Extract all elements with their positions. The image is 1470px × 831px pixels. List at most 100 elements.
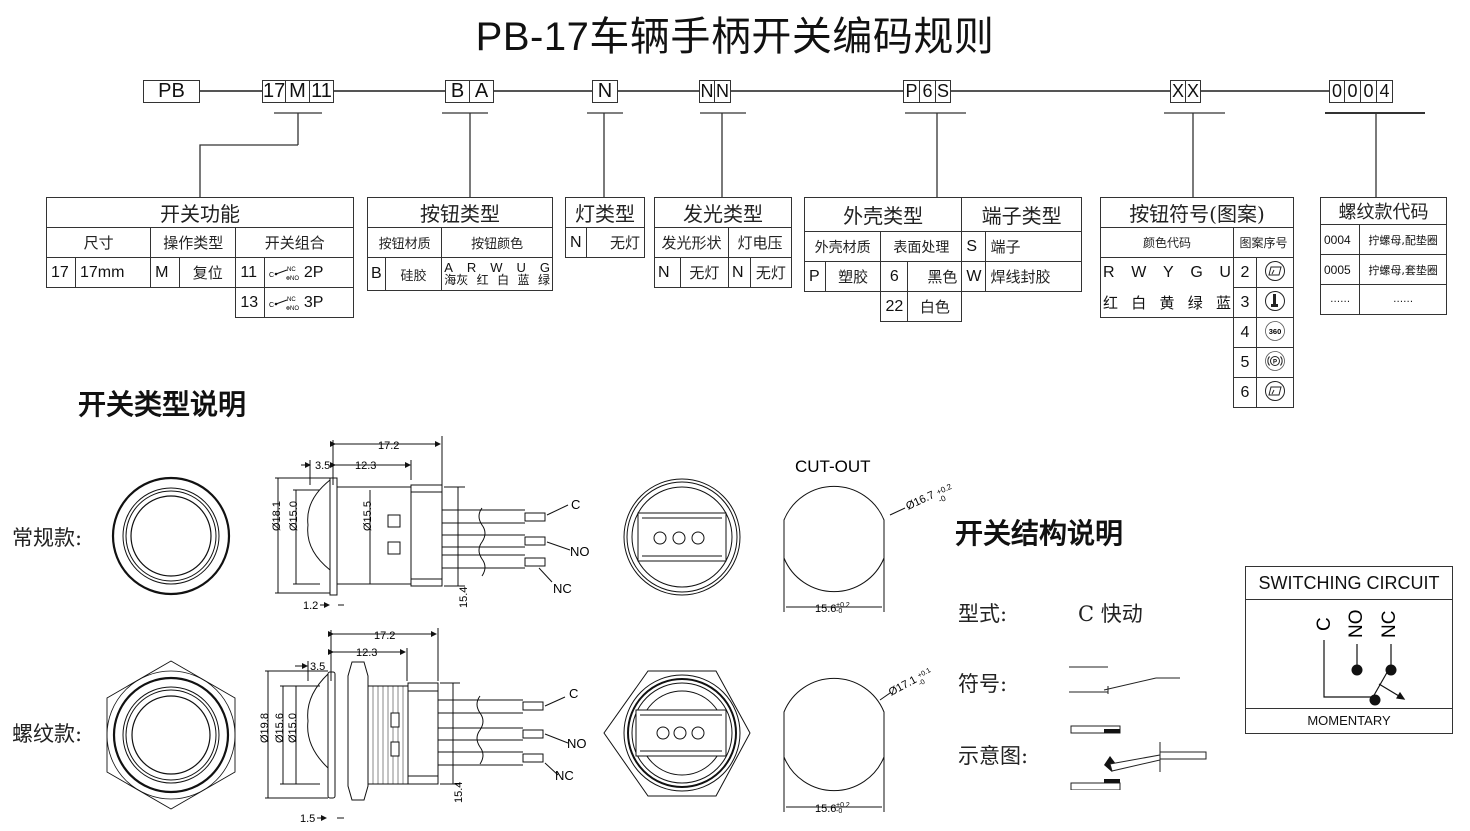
circuit-diagram: C NO NC	[1314, 610, 1406, 706]
svg-text:P: P	[1273, 359, 1277, 365]
svg-text:NC: NC	[287, 297, 296, 303]
finish-code: 22	[880, 291, 909, 322]
color-name: 白	[1131, 293, 1147, 312]
svg-text:-0: -0	[836, 608, 842, 615]
color-code: U	[1219, 263, 1231, 281]
color-code: Y	[1162, 263, 1174, 281]
color-name: 蓝	[1215, 293, 1231, 312]
svg-text:360: 360	[1269, 327, 1282, 336]
voltage-code: N	[728, 257, 751, 288]
table-title: 灯类型	[565, 197, 645, 228]
thread-value: 拧螺母,套垫圈	[1359, 254, 1447, 285]
dim-term-height: 15.4	[458, 587, 470, 608]
code-segment-light: N N	[699, 80, 731, 103]
wiper-icon	[1265, 380, 1285, 401]
svg-text:+0.2: +0.2	[935, 482, 954, 497]
finish-value: 黑色	[907, 261, 963, 292]
col-header: 发光形状	[653, 227, 730, 258]
shape-value: 无灯	[679, 257, 730, 288]
table-title: 端子类型	[961, 197, 1082, 232]
code-char: 0	[1361, 81, 1377, 102]
structure-diagram-label: 示意图:	[958, 744, 1029, 768]
dim-dia-outer: Ø18.1	[271, 501, 283, 531]
dim-body: 12.3	[356, 647, 377, 659]
col-header: 表面处理	[880, 231, 963, 262]
size-value: 17mm	[74, 257, 152, 288]
code-segment-housing: P 6 S	[903, 80, 951, 103]
housing-material-code: P	[804, 261, 826, 292]
cutout-dia: Ø17.1	[887, 674, 919, 699]
dim-dia-body: Ø15.5	[362, 501, 374, 531]
code-segment-button: B A	[445, 80, 494, 103]
terminal-value: 焊线封胶	[985, 261, 1082, 292]
cutout-label: CUT-OUT	[795, 457, 871, 476]
code-char: S	[936, 81, 949, 101]
dim-overall: 17.2	[374, 630, 395, 642]
cutout-flat: 15.6	[815, 803, 836, 815]
wire-label-no: NO	[567, 736, 587, 751]
svg-text:+0.1: +0.1	[917, 667, 933, 680]
structure-symbol-label: 符号:	[958, 672, 1008, 696]
col-header: 颜色代码	[1100, 227, 1234, 258]
wire-label-no: NO	[570, 544, 590, 559]
code-char: N	[716, 81, 729, 101]
switch-types-heading: 开关类型说明	[78, 388, 247, 421]
dim-dia-outer: Ø19.8	[260, 713, 271, 743]
dim-dia-cap: Ø15.0	[287, 713, 299, 743]
voltage-value: 无灯	[749, 257, 793, 288]
svg-text:-0: -0	[918, 679, 927, 688]
wire-leads	[442, 504, 571, 583]
button-symbol-table: 按钮符号(图案) 颜色代码 图案序号 R W Y G U 2 红 白 黄 绿 蓝	[1100, 197, 1294, 408]
col-header: 按钮颜色	[441, 227, 553, 258]
structure-type-label: 型式:	[958, 602, 1008, 626]
dim-body: 12.3	[355, 460, 376, 472]
shape-code: N	[654, 257, 681, 288]
terminal-code: W	[961, 261, 987, 292]
operation-value: 复位	[179, 257, 237, 288]
dim-term-height: 15.4	[453, 782, 465, 803]
col-header: 操作类型	[150, 227, 237, 258]
wire-label-nc: NC	[553, 581, 572, 596]
color-name: 海灰	[444, 273, 469, 287]
col-header: 按钮材质	[366, 227, 443, 258]
switch-schematic	[1070, 725, 1207, 790]
wire-label-c: C	[571, 497, 580, 512]
table-title: 发光类型	[654, 197, 792, 228]
threaded-cutout	[783, 677, 891, 812]
button-type-table: 按钮类型 按钮材质 按钮颜色 B 硅胶 A R W U G 海灰 红 白 蓝 绿	[366, 197, 553, 291]
combo-code: 13	[235, 287, 266, 318]
switch-symbol-drawings	[1069, 666, 1207, 790]
pattern-no: 4	[1233, 317, 1257, 348]
color-code: U	[516, 260, 526, 275]
color-code: A	[444, 260, 453, 275]
code-char: 0	[1330, 81, 1345, 102]
lamp-code: N	[565, 227, 587, 258]
wiper-icon	[1265, 260, 1285, 281]
code-char: 0	[1345, 81, 1361, 102]
combo-code: 11	[235, 257, 266, 288]
regular-cutout	[783, 485, 906, 612]
col-header: 外壳材质	[803, 231, 882, 262]
switch-symbol	[1069, 666, 1180, 694]
code-char: B	[446, 81, 470, 102]
code-char: X	[1171, 81, 1186, 102]
circuit-title: SWITCHING CIRCUIT	[1246, 567, 1452, 600]
dim-dia-cap: Ø15.0	[288, 501, 300, 531]
page-title: PB-17车辆手柄开关编码规则	[475, 15, 995, 59]
code-char: PB	[158, 80, 185, 102]
svg-text:-0: -0	[937, 493, 948, 504]
color-code: W	[490, 260, 503, 275]
code-char: M	[286, 81, 310, 102]
code-char: 11	[311, 80, 332, 102]
threaded-type-label: 螺纹款:	[12, 722, 83, 746]
threaded-side-view	[265, 628, 569, 821]
finish-value: 白色	[907, 291, 963, 322]
code-char: X	[1186, 81, 1199, 101]
structure-type-value: C 快动	[1078, 602, 1143, 626]
terminal-code: S	[961, 231, 987, 262]
pattern-no: 6	[1233, 377, 1257, 408]
parking-brake-icon: P	[1265, 350, 1285, 371]
